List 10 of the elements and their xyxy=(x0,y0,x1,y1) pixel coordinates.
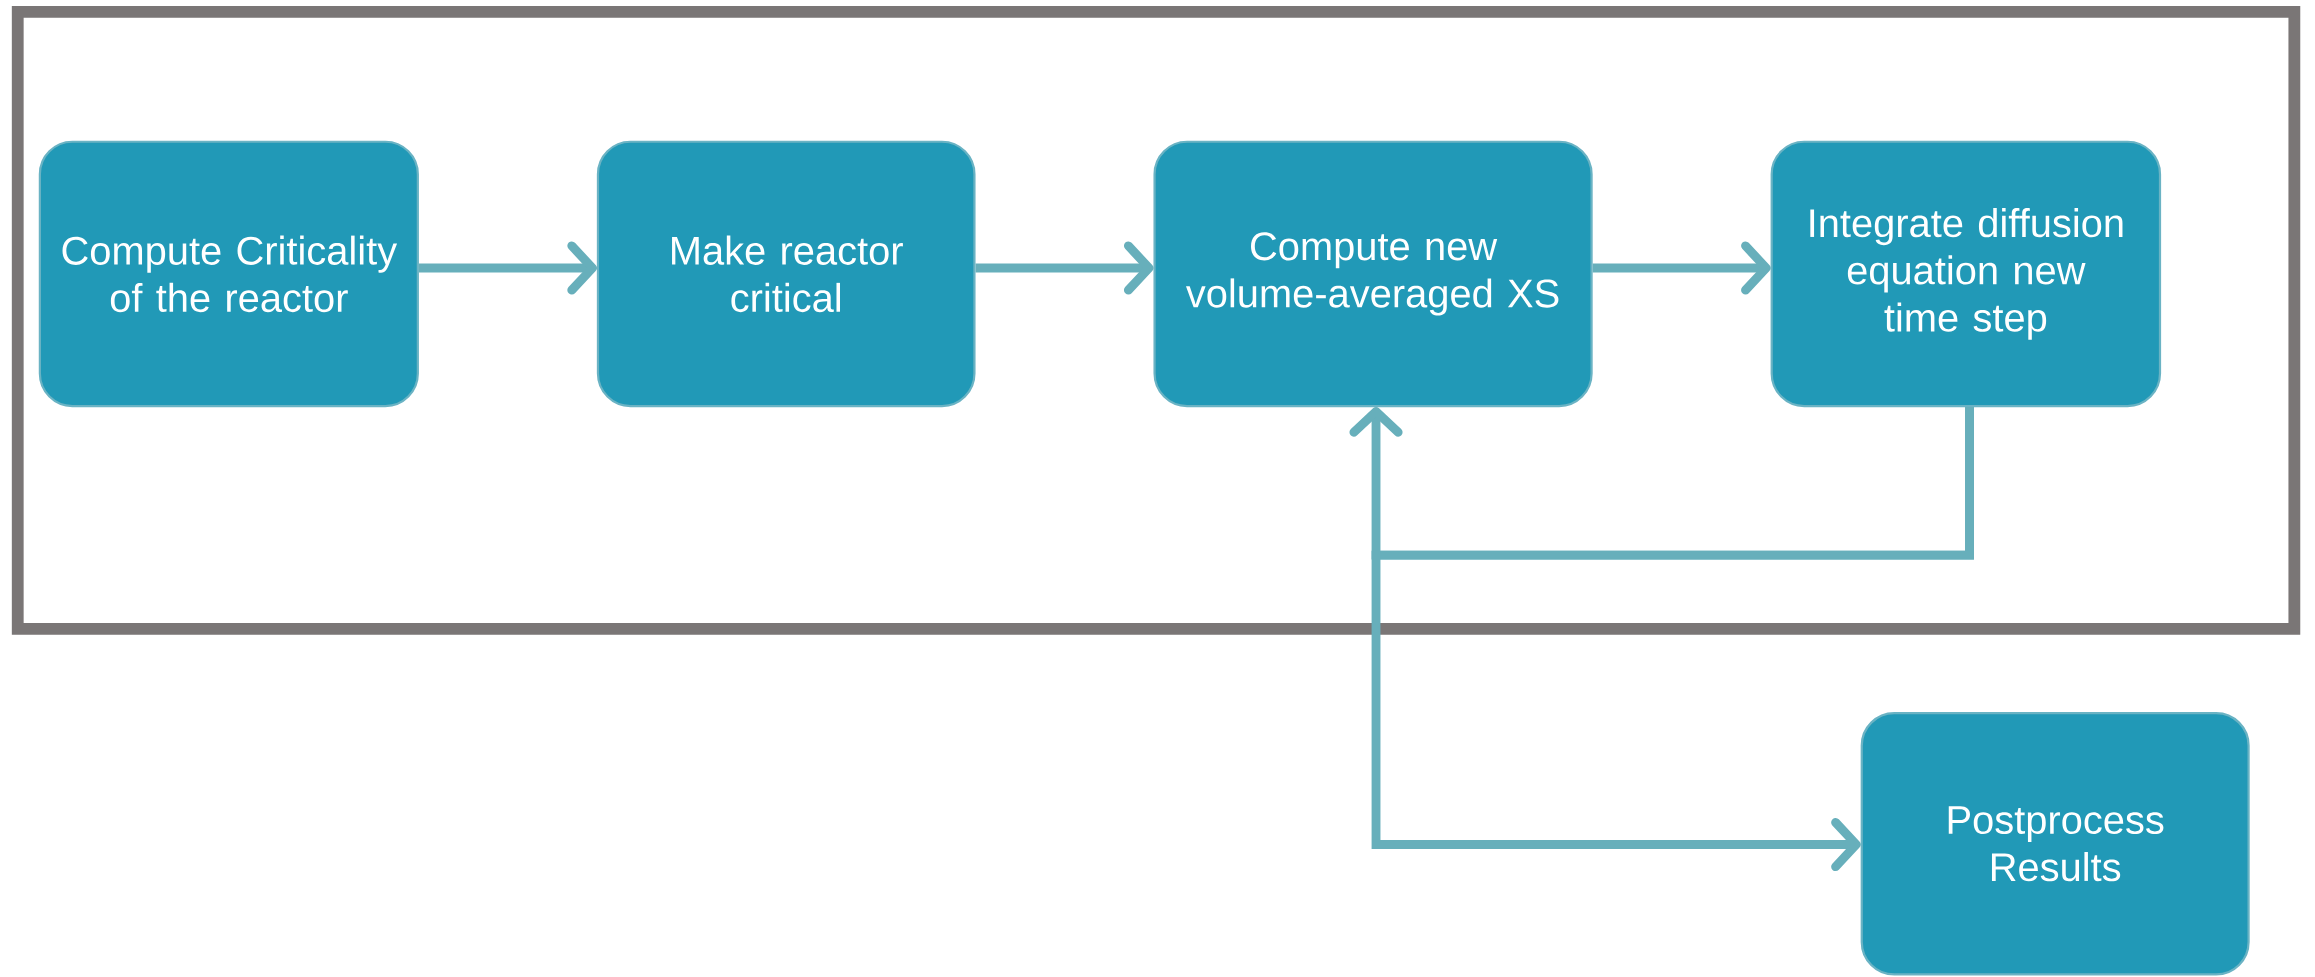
arrow xyxy=(1371,406,1974,871)
frame-box xyxy=(11,5,2301,635)
process-box: Postprocess Results xyxy=(1860,711,2250,976)
arrow xyxy=(418,241,597,295)
process-box: Integrate diffusion equation new time step xyxy=(1770,140,2162,407)
process-box: Compute Criticality of the reactor xyxy=(38,140,419,407)
arrow xyxy=(975,241,1154,295)
arrow xyxy=(1592,241,1771,295)
process-box: Make reactor critical xyxy=(596,140,976,407)
process-box: Compute new volume-averaged XS xyxy=(1153,140,1593,407)
